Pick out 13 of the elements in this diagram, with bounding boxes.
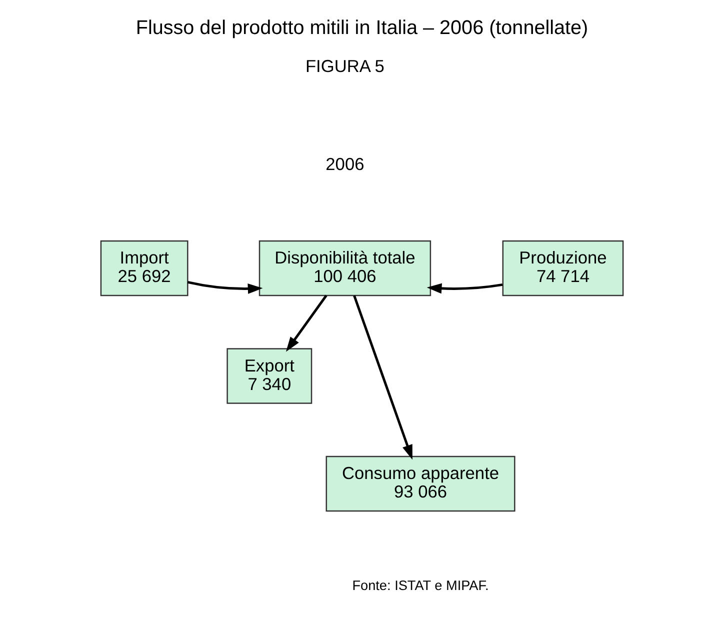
arrow — [286, 294, 328, 352]
node-box: Disponibilità totale 100 406 — [258, 240, 432, 296]
caption: Fonte: ISTAT e MIPAF. — [352, 578, 489, 594]
arrow — [353, 295, 412, 460]
node-box: Produzione 74 714 — [502, 240, 624, 296]
label: 2006 — [326, 154, 364, 174]
diagram-title: Flusso del prodotto mitili in Italia – 2006 (tonnellate) — [136, 16, 588, 39]
arrow — [426, 283, 503, 294]
node-box: Export 7 340 — [226, 348, 312, 404]
node-box: Import 25 692 — [100, 240, 188, 296]
node-box: Consumo apparente 93 066 — [326, 456, 516, 512]
label: FIGURA 5 — [305, 56, 384, 76]
arrow — [188, 280, 263, 294]
